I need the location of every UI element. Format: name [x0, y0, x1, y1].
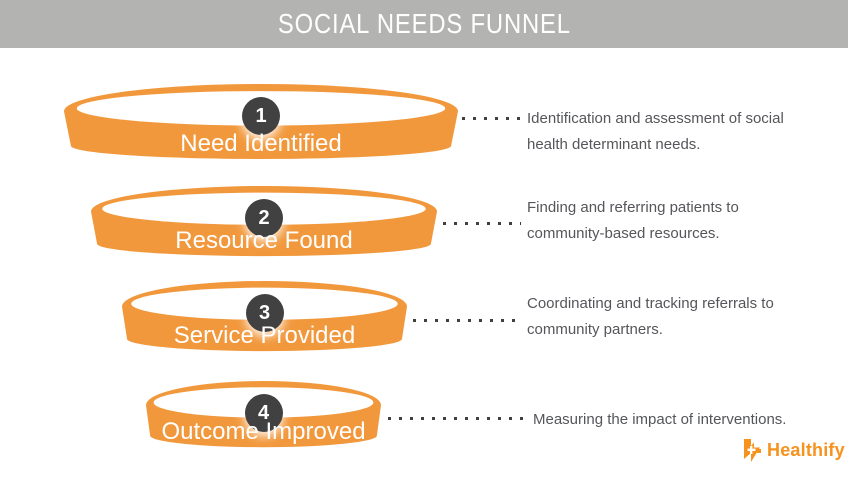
step-number-badge: 4: [244, 394, 283, 432]
step-number-badge: 2: [245, 199, 283, 237]
tier-description-4: Measuring the impact of interventions.: [533, 411, 787, 428]
dotted-connector-4: [388, 417, 525, 420]
page-title: SOCIAL NEEDS FUNNEL: [277, 8, 571, 39]
tier-description-1: Identification and assessment of social …: [527, 110, 784, 153]
funnel-tier-3: 3 Service Provided: [122, 281, 407, 353]
funnel-tier-1: 1 Need Identified: [64, 84, 458, 161]
header-bar: SOCIAL NEEDS FUNNEL: [0, 0, 848, 48]
dotted-connector-3: [413, 319, 518, 322]
tier-label: Resource Found: [175, 227, 353, 254]
step-number-badge: 3: [245, 294, 284, 332]
tier-label: Service Provided: [173, 322, 356, 349]
brand-name: Healthify: [767, 440, 845, 460]
funnel-tier-4: 4 Outcome Improved: [146, 381, 381, 449]
tier-description-2: Finding and referring patients to commun…: [527, 199, 739, 242]
dotted-connector-2: [443, 222, 521, 225]
funnel-tier-2: 2 Resource Found: [91, 186, 437, 258]
healthify-bolt-plus-icon: [744, 439, 761, 462]
tier-description-3: Coordinating and tracking referrals to c…: [527, 295, 774, 338]
tier-label: Need Identified: [180, 130, 342, 157]
tier-label: Outcome Improved: [161, 418, 366, 445]
dotted-connector-1: [462, 117, 520, 120]
brand-logo: Healthify: [738, 437, 845, 464]
step-number-badge: 1: [242, 97, 280, 135]
